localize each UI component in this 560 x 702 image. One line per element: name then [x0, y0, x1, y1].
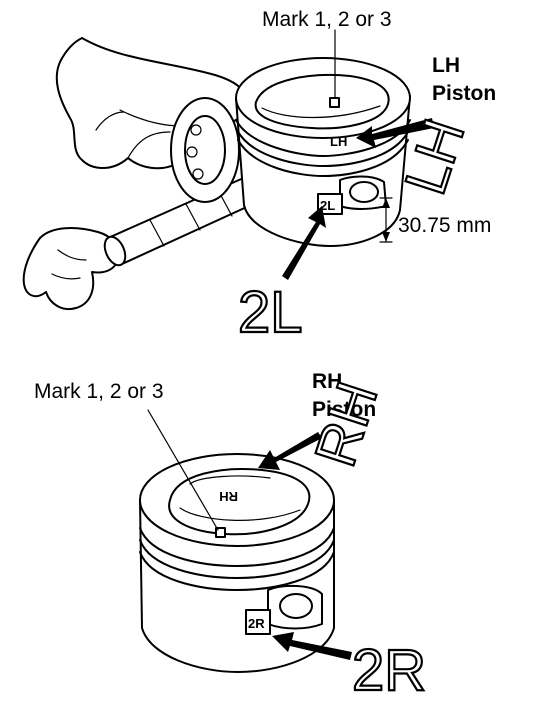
lh-skirt-code-box [317, 193, 343, 215]
connecting-rod-end [170, 97, 240, 203]
measurement-indicator [379, 197, 393, 243]
2r-arrow [272, 632, 352, 660]
rh-skirt-code: 2R [248, 616, 265, 631]
rh-crown-mark-dot [215, 527, 226, 538]
measurement-label: 30.75 mm [398, 214, 491, 237]
hand-upper [55, 37, 248, 170]
lh-crown-mark: LH [330, 134, 347, 149]
rh-skirt-code-box [245, 609, 271, 635]
lh-big-code: 2L [238, 280, 303, 345]
lh-skirt-code: 2L [320, 198, 335, 213]
rh-mark-leader [147, 409, 219, 531]
rh-piston-label-line2: Piston [312, 398, 376, 421]
lh-piston: LH 2L [235, 57, 411, 247]
rh-arrow [258, 432, 322, 470]
hand-lower [22, 227, 120, 310]
lh-crown-mark-dot [329, 97, 340, 108]
rh-piston: RH 2R [139, 453, 335, 673]
lh-arrow [356, 118, 434, 148]
lh-piston-label-line2: Piston [432, 82, 496, 105]
rh-mark-label: Mark 1, 2 or 3 [34, 380, 164, 403]
rh-piston-label-line1: RH [312, 370, 342, 393]
lh-mark-label: Mark 1, 2 or 3 [262, 8, 392, 31]
rh-crown-mark: RH [219, 489, 238, 504]
rh-big-code: 2R [352, 638, 426, 702]
lh-piston-label-line1: LH [432, 54, 460, 77]
2l-arrow [282, 206, 326, 280]
